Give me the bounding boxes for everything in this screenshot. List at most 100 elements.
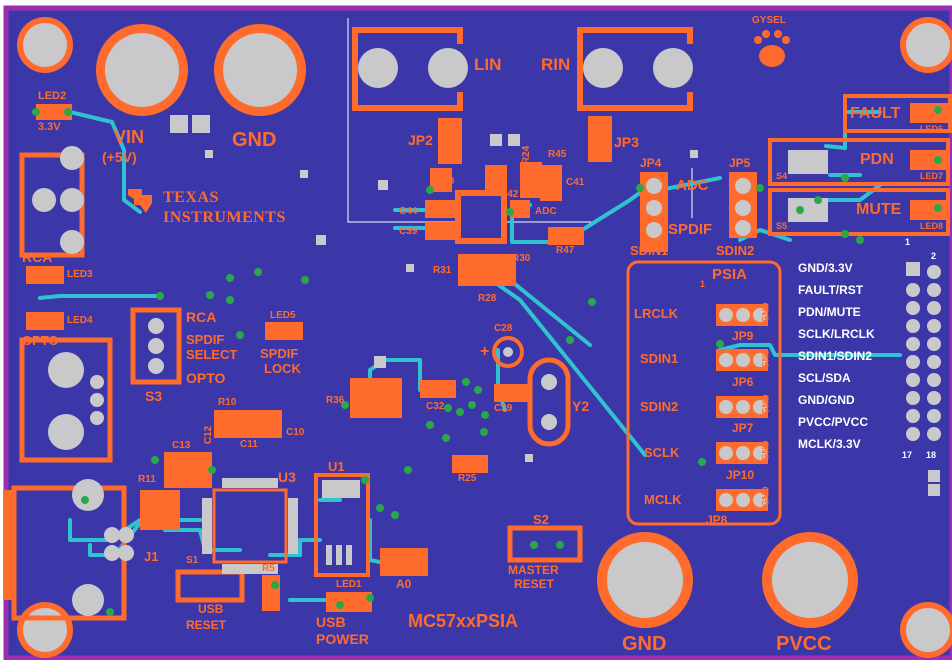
s4-label: S4: [776, 171, 788, 181]
sdin1-label: SDIN1: [630, 243, 669, 258]
header-pin1-label: 1: [905, 237, 911, 247]
gnd-row-label-1: GND: [760, 302, 771, 323]
vin-label: VIN: [114, 127, 145, 147]
c12-label: C12: [203, 425, 215, 445]
usb-label: USB: [198, 602, 224, 616]
gnd-top-label: GND: [232, 129, 277, 151]
select-label: SELECT: [186, 347, 238, 362]
vin-sub-label: (+5V): [102, 149, 137, 165]
jp5-label: JP5: [729, 156, 751, 170]
plus-label: +: [480, 343, 490, 360]
pvcc-label: PVCC: [776, 633, 832, 655]
r11-label: R11: [138, 474, 156, 485]
reset-label: RESET: [186, 618, 227, 632]
r10-label: R10: [218, 397, 237, 408]
ti-bottom-label: Instruments: [163, 209, 286, 226]
s5-label: S5: [776, 221, 788, 231]
jp8-label: JP8: [706, 513, 728, 527]
reset2-label: RESET: [514, 577, 555, 591]
header-row: PDN/MUTE: [798, 305, 861, 319]
header-signal-list: GND/3.3V FAULT/RST PDN/MUTE SCLK/LRCLK S…: [798, 262, 900, 460]
sdin2-b-label: SDIN2: [640, 399, 679, 414]
header-row: SCL/SDA: [798, 371, 851, 385]
c32-label: C32: [426, 401, 445, 412]
r36-label: R36: [326, 395, 345, 406]
led6-label: LED6: [920, 124, 944, 134]
jp6-label: JP6: [732, 375, 754, 389]
header-row: PVCC/PVCC: [798, 415, 869, 429]
c10-label: C10: [286, 427, 305, 438]
header-pin17-label: 17: [902, 450, 913, 460]
r28-label: R28: [478, 293, 497, 304]
jp7-label: JP7: [732, 421, 754, 435]
spdif-label: SPDIF: [186, 332, 225, 347]
adc-label: ADC: [676, 177, 709, 194]
jp2-label: JP2: [408, 132, 433, 148]
j1-label: J1: [144, 549, 159, 564]
s3-label: S3: [145, 388, 163, 404]
led4-label: LED4: [67, 315, 93, 326]
c28-label: C28: [494, 323, 513, 334]
v33-label: 3.3V: [38, 121, 61, 133]
header-row: FAULT/RST: [798, 283, 864, 297]
vias: [32, 106, 942, 616]
mounting-holes: [17, 17, 952, 658]
c42-label: C42: [500, 189, 519, 200]
gnd-row-label-2: GND: [760, 348, 771, 369]
jp3-label: JP3: [614, 134, 639, 150]
lin-label: LIN: [474, 55, 502, 74]
header-row: GND/3.3V: [798, 261, 853, 275]
c41-label: C41: [566, 177, 585, 188]
psia-pin1-label: 1: [700, 279, 706, 289]
r31-label: R31: [433, 265, 452, 276]
header-row: SDIN1/SDIN2: [798, 349, 873, 363]
power-label: POWER: [316, 631, 369, 647]
sdin2-label: SDIN2: [716, 243, 755, 258]
jp4-label: JP4: [640, 156, 662, 170]
s2-label: S2: [533, 512, 549, 527]
usb2-label: USB: [316, 614, 346, 630]
sclk-label: SCLK: [644, 445, 680, 460]
pdn-label: PDN: [860, 151, 894, 168]
lock-label: LOCK: [264, 361, 301, 376]
y2-label: Y2: [572, 398, 590, 414]
rin-label: RIN: [541, 55, 571, 74]
master-label: MASTER: [508, 563, 559, 577]
sdin1-b-label: SDIN1: [640, 351, 679, 366]
c13-label: C13: [172, 440, 191, 451]
r45-label: R45: [548, 149, 567, 160]
rca2-label: RCA: [186, 309, 217, 325]
header-row: SCLK/LRCLK: [798, 327, 875, 341]
led3-label: LED3: [67, 269, 93, 280]
header-row: GND/GND: [798, 393, 855, 407]
a0-label: A0: [396, 577, 412, 591]
gysel-label: GYSEL: [752, 15, 786, 26]
led5-label: LED5: [270, 310, 296, 321]
header-pin18-label: 18: [926, 450, 937, 460]
c39-label: C39: [399, 226, 418, 237]
spdif2-label: SPDIF: [260, 346, 299, 361]
c29-label: C29: [494, 403, 513, 414]
header-pins: [906, 262, 941, 496]
r25-label: R25: [458, 473, 477, 484]
jp10-label: JP10: [726, 468, 755, 482]
mclk-label: MCLK: [644, 492, 682, 507]
c40-label: C40: [436, 176, 455, 187]
ti-logo-icon: [124, 185, 156, 217]
r30-label: R30: [512, 253, 531, 264]
header-pin2-label: 2: [931, 251, 937, 261]
spdif-mid-label: SPDIF: [668, 221, 713, 238]
gnd-bottom-label: GND: [622, 633, 667, 655]
psia-label: PSIA: [712, 266, 748, 283]
gnd-row-label-4: GND: [760, 440, 771, 461]
u1-label: U1: [328, 459, 345, 474]
r47-label: R47: [556, 245, 575, 256]
lrclk-label: LRCLK: [634, 306, 679, 321]
s1-label: S1: [186, 555, 199, 566]
jp9-label: JP9: [732, 329, 754, 343]
opto2-label: OPTO: [186, 370, 226, 386]
led8-label: LED8: [920, 221, 944, 231]
led1-label: LED1: [336, 579, 362, 590]
